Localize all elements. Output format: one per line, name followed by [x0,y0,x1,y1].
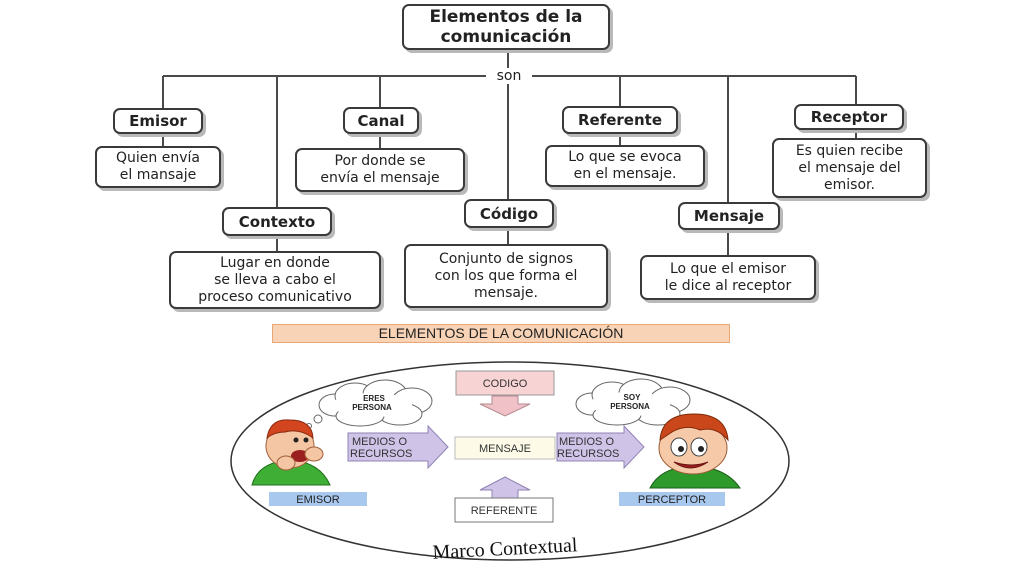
codigo-box [455,370,555,396]
perceptor-role-box [619,492,725,506]
codigo-desc: Conjunto de signos con los que forma el … [404,244,608,308]
perceptor-character-image [649,413,741,489]
receptor-title: Receptor [794,104,904,130]
emisor-character-image [251,419,331,486]
section-banner: ELEMENTOS DE LA COMUNICACIÓN [272,324,730,343]
link-word-son: son [486,68,532,84]
codigo-label: CODIGO [483,378,528,390]
mensaje-box [454,436,556,460]
contexto-desc: Lugar en donde se lleva a cabo el proces… [169,251,381,309]
emisor-title: Emisor [113,108,203,134]
canal-desc: Por donde se envía el mensaje [295,148,465,192]
codigo-arrow [479,395,531,417]
cloud-left-line1: ERES [363,394,385,403]
receptor-desc: Es quien recibe el mensaje del emisor. [772,138,927,198]
root-node: Elementos de la comunicación [402,4,610,50]
codigo-title: Código [464,199,554,228]
concept-map-connectors [162,50,857,255]
mensaje-title: Mensaje [678,202,780,230]
referente-title: Referente [562,106,678,134]
cloud-right-line1: SOY [624,393,642,402]
medios-right-line2: RECURSOS [557,448,619,460]
medios-left-line1: MEDIOS O [352,436,407,448]
referente-box [454,497,554,523]
emisor-role-label: EMISOR [296,494,339,506]
mensaje-label: MENSAJE [479,443,531,455]
mensaje-desc: Lo que el emisor le dice al receptor [640,255,816,300]
emisor-role-box [269,492,367,506]
right-thought-cloud [575,378,695,431]
left-thought-cloud [306,379,433,429]
emisor-desc: Quien envía el mansaje [95,146,221,188]
medios-right-line1: MEDIOS O [559,436,614,448]
canal-title: Canal [343,107,419,134]
referente-label: REFERENTE [471,505,538,517]
perceptor-role-label: PERCEPTOR [638,494,706,506]
medios-left-arrow [347,424,449,470]
cloud-right-line2: PERSONA [610,402,650,411]
cloud-left-line2: PERSONA [352,403,392,412]
medios-right-arrow [556,424,645,470]
referente-desc: Lo que se evoca en el mensaje. [545,145,705,187]
contexto-title: Contexto [222,207,332,236]
medios-left-line2: RECURSOS [350,448,412,460]
